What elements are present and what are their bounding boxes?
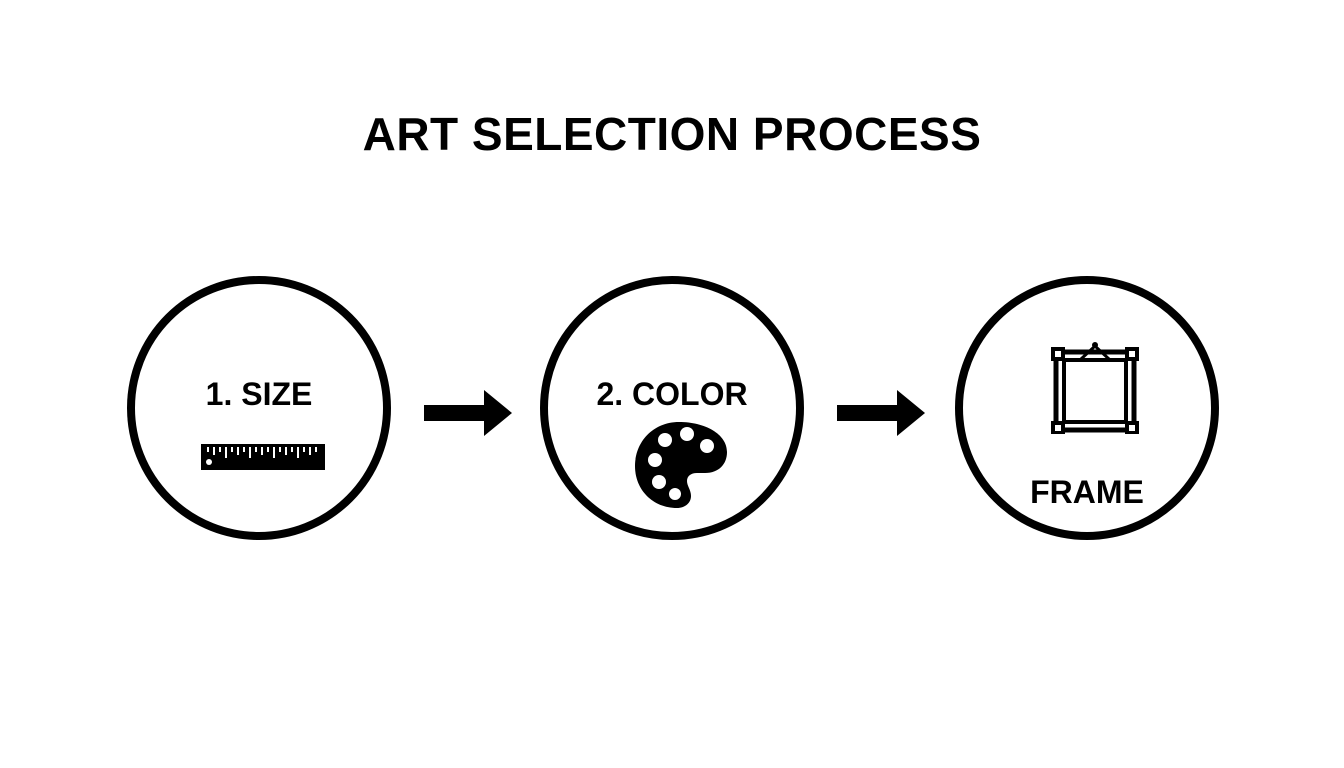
arrow-right-icon [424, 390, 512, 436]
step-frame-label: FRAME [1030, 474, 1144, 510]
step-color-label: 2. COLOR [596, 376, 748, 412]
step-size-circle: 1. SIZE [127, 276, 391, 540]
step-size-label: 1. SIZE [205, 376, 313, 412]
palette-icon [635, 422, 727, 508]
diagram-title: ART SELECTION PROCESS [362, 108, 982, 160]
step-color-circle: 2. COLOR [540, 276, 804, 540]
arrow-right-icon [837, 390, 925, 436]
picture-frame-icon [1051, 342, 1139, 434]
step-frame-circle: FRAME [955, 276, 1219, 540]
ruler-icon [201, 440, 325, 470]
